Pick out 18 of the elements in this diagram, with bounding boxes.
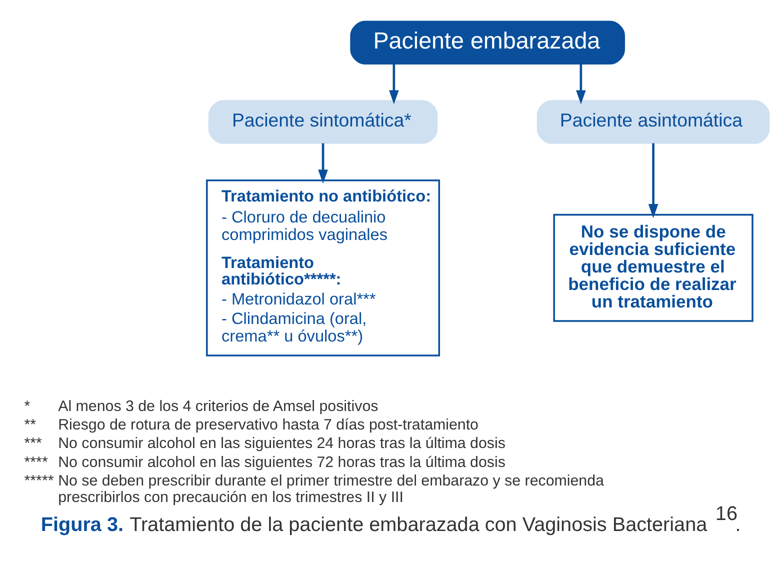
arrow (648, 142, 658, 218)
node-box: Paciente embarazada (350, 20, 625, 64)
label: No consumir alcohol en las siguientes 72 horas tras la última dosis (58, 453, 506, 470)
label: ***** (24, 472, 54, 489)
arrow (389, 63, 399, 104)
node-box: Paciente asintomática (536, 100, 770, 144)
label: **** (24, 453, 48, 470)
label: Riesgo de rotura de preservativo hasta 7 días post-tratamiento (58, 416, 479, 433)
label: No consumir alcohol en las siguientes 24 horas tras la última dosis (58, 434, 506, 452)
arrow (576, 63, 586, 104)
label: *** (24, 434, 42, 452)
label: ** (24, 416, 36, 433)
node-box: Paciente sintomática* (208, 100, 438, 144)
label: * (24, 397, 30, 414)
node-box: No se dispone de evidencia suficiente que demuestre el beneficio de realizar un tratamiento (553, 213, 754, 322)
arrow (318, 142, 328, 184)
label: Al menos 3 de los 4 criterios de Amsel positivos (58, 397, 378, 414)
node-box: Tratamiento no antibiótico: - Cloruro de decualinio comprimidos vaginales Tratamiento antibiótico*****: - Metronidazol oral*** - Clindamicina (oral, crema** u óvulos**) (206, 179, 440, 356)
